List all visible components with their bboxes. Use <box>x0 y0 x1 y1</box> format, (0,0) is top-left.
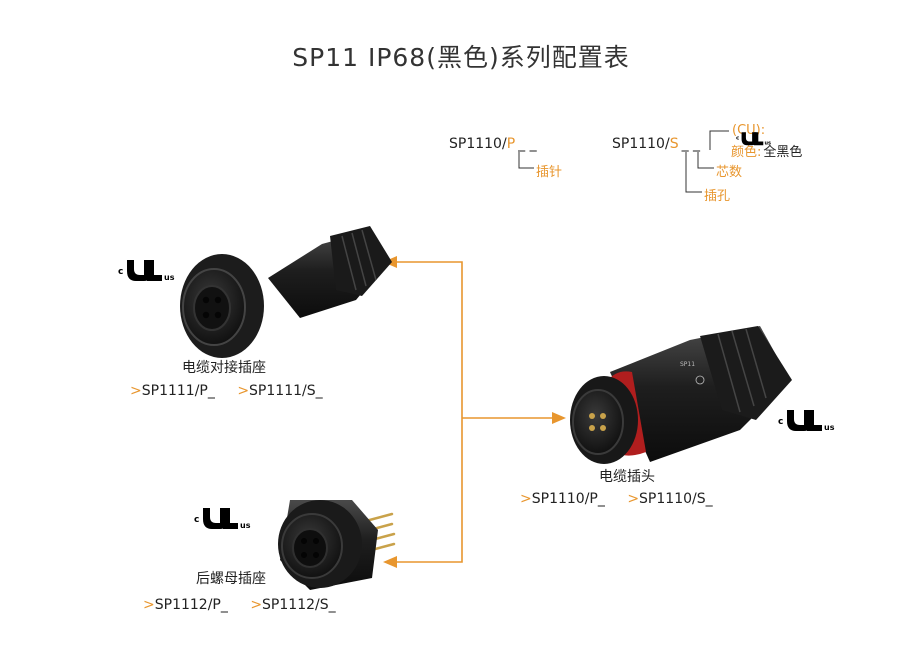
config-letter-s: S <box>669 136 679 152</box>
config-brackets <box>518 130 729 193</box>
part-number-list: >SP1111/P_ >SP1111/S_ <box>130 383 323 399</box>
config-blanks: _ _ <box>681 136 701 152</box>
connection-lines <box>392 261 558 563</box>
ul-us: us <box>240 521 251 530</box>
arrowhead-right <box>552 412 566 424</box>
arrow-marker: > <box>237 383 250 399</box>
cable-plug-image: SP11 <box>570 326 792 464</box>
arrowhead-left-bottom <box>383 556 397 568</box>
cable-socket-image <box>180 226 392 358</box>
arrow-marker: > <box>250 597 263 613</box>
bracket-cores <box>697 152 714 169</box>
arrow-marker: > <box>627 491 640 507</box>
rear-nut-socket-image <box>278 500 396 590</box>
ul-c: c <box>194 515 199 525</box>
ul-us: us <box>824 423 835 432</box>
ul-us: us <box>765 141 772 147</box>
part-number: SP1112/P_ <box>154 597 228 613</box>
arrow-marker: > <box>520 491 532 507</box>
bracket-cert <box>709 130 729 150</box>
color-value: 全黑色 <box>763 145 803 160</box>
part-number: SP1112/S_ <box>262 597 336 613</box>
config-code-pin: SP1110/P_ _ <box>449 136 537 152</box>
product-name-rear-nut-socket: 后螺母插座 <box>196 571 266 587</box>
bracket-hole <box>685 152 702 193</box>
arrow-marker: > <box>130 383 142 399</box>
config-code-socket: SP1110/S_ _ <box>612 136 700 152</box>
part-number: SP1111/P_ <box>141 383 215 399</box>
svg-text:SP11: SP11 <box>680 361 695 368</box>
color-label: 颜色: <box>731 145 762 160</box>
config-blanks: _ _ <box>518 136 537 152</box>
config-prefix: SP1110/ <box>449 136 507 152</box>
ul-mark-icon: c us <box>778 410 835 432</box>
label-pin: 插针 <box>536 165 563 180</box>
part-number-list: >SP1112/P_ >SP1112/S_ <box>143 597 336 613</box>
ul-c: c <box>118 267 123 277</box>
part-number: SP1111/S_ <box>249 383 323 399</box>
arrow-marker: > <box>143 597 155 613</box>
ul-mark-icon: c us <box>118 260 175 282</box>
product-name-cable-plug: 电缆插头 <box>599 469 655 485</box>
ul-mark-icon: c us <box>194 508 251 530</box>
label-hole: 插孔 <box>704 189 731 204</box>
label-cores: 芯数 <box>716 165 743 180</box>
part-number: SP1110/S_ <box>639 491 713 507</box>
ul-mark-icon: c us <box>736 132 772 147</box>
config-letter-p: P <box>506 136 516 152</box>
page-title: SP11 IP68(黑色)系列配置表 <box>292 43 630 72</box>
part-number-list: >SP1110/P_ >SP1110/S_ <box>520 491 713 507</box>
part-number: SP1110/P_ <box>531 491 605 507</box>
product-name-cable-socket: 电缆对接插座 <box>182 360 266 376</box>
connection-arrowheads <box>383 256 566 568</box>
bracket-pin <box>518 152 534 169</box>
label-color: 颜色:全黑色 <box>731 141 802 160</box>
ul-c: c <box>736 136 739 142</box>
ul-c: c <box>778 417 783 427</box>
ul-us: us <box>164 273 175 282</box>
config-prefix: SP1110/ <box>612 136 670 152</box>
